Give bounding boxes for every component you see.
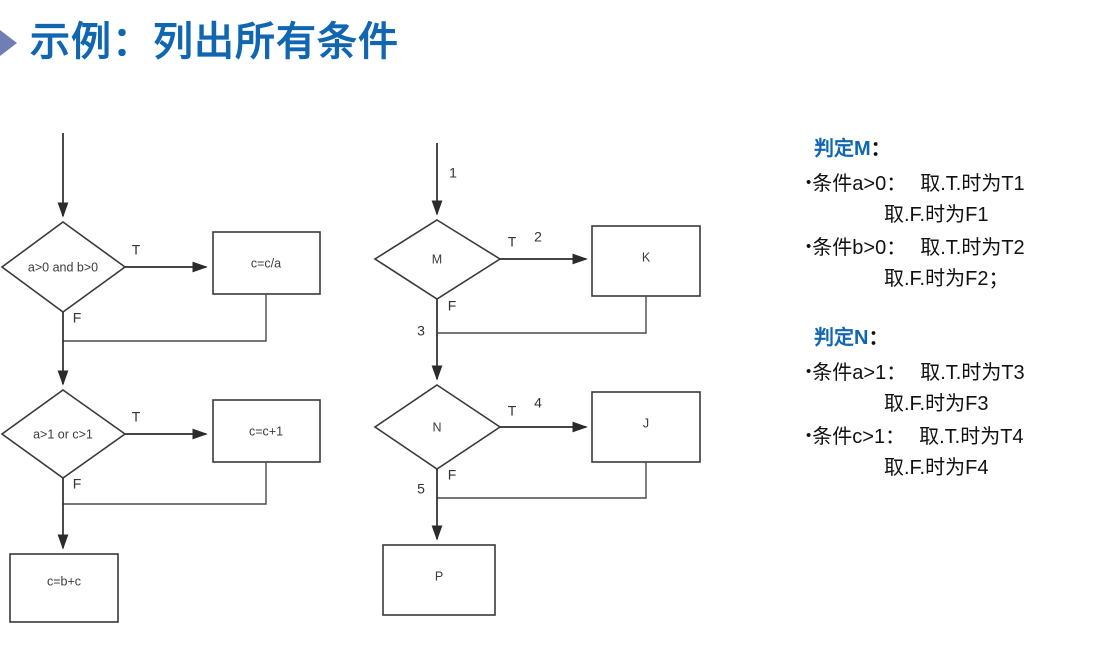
process-node-c-eq-b-plus-c: [9, 553, 119, 623]
edge-label-decision2-false: F: [73, 476, 82, 492]
decision-N-label: N: [432, 420, 441, 434]
edge-label-M-true: T: [508, 234, 517, 250]
edge-process1-merge: [63, 294, 267, 342]
edge-label-N-true-number: 4: [534, 395, 542, 411]
edge-label-N-true: T: [508, 403, 517, 419]
flowchart-left: a>0 and b>0 T c=c/a F a>1 or c>1 T c=c+1…: [0, 133, 321, 623]
note-line: 条件a>0： 取.T.时为T1: [806, 167, 1112, 200]
note-result: 取.T.时为T2: [920, 237, 1025, 259]
edge-label-N-false: F: [448, 467, 457, 483]
process-P-label: P: [435, 569, 443, 583]
decision1-label: a>0 and b>0: [28, 260, 98, 274]
process-node-c-eq-c-plus-1: [212, 399, 321, 463]
note-condition: 条件b>0：: [812, 237, 907, 259]
process-node-P: [382, 544, 496, 616]
note-result: 取.F.时为F1: [884, 204, 989, 226]
edge-label-M-false: F: [448, 298, 457, 314]
note-heading-M: 判定M：: [814, 132, 1112, 161]
note-block-M: 判定M： 条件a>0： 取.T.时为T1 取.F.时为F1 条件b>0： 取.T.时…: [806, 132, 1112, 295]
edge-label-decision1-true: T: [132, 242, 141, 258]
edge-J-merge: [437, 462, 647, 499]
note-line: 取.F.时为F3: [806, 389, 1112, 420]
note-heading-N-text: 判定N: [814, 327, 869, 349]
edge-label-M-false-number: 3: [417, 323, 425, 339]
note-heading-N: 判定N：: [814, 321, 1112, 350]
note-heading-M-colon: ：: [870, 138, 891, 160]
process-node-J: [591, 391, 701, 463]
note-line: 取.F.时为F1: [806, 200, 1112, 231]
flowchart-middle: 1 M T 2 K F 3 N T 4 J F 5 P: [373, 143, 701, 616]
note-result: 取.T.时为T4: [919, 426, 1024, 448]
note-condition: 条件a>1：: [812, 362, 907, 384]
process-J-label: J: [643, 416, 649, 430]
note-heading-M-text: 判定M: [814, 138, 871, 160]
note-condition: 条件c>1：: [812, 426, 906, 448]
note-result: 取.F.时为F3: [884, 393, 989, 415]
note-line: 条件a>1： 取.T.时为T3: [806, 356, 1112, 389]
decision2-label: a>1 or c>1: [33, 427, 93, 441]
edge-label-entry: 1: [449, 165, 457, 181]
note-result: 取.T.时为T3: [920, 362, 1025, 384]
note-heading-N-colon: ：: [868, 327, 889, 349]
note-result: 取.F.时为F2；: [884, 268, 1009, 290]
edge-label-decision2-true: T: [132, 409, 141, 425]
note-condition: 条件a>0：: [812, 173, 907, 195]
process-node-K: [591, 225, 701, 297]
process3-label: c=b+c: [47, 574, 81, 588]
edge-label-decision1-false: F: [73, 310, 82, 326]
slide-header: 示例：列出所有条件: [0, 8, 1118, 74]
edge-label-N-false-number: 5: [417, 481, 425, 497]
note-line: 取.F.时为F4: [806, 453, 1112, 484]
note-line: 条件b>0： 取.T.时为T2: [806, 231, 1112, 264]
process-node-c-eq-c-div-a: [212, 231, 321, 295]
note-result: 取.F.时为F4: [884, 457, 989, 479]
edge-label-M-true-number: 2: [534, 229, 542, 245]
process-K-label: K: [642, 250, 651, 264]
decision-M-label: M: [432, 252, 442, 266]
note-line: 取.F.时为F2；: [806, 264, 1112, 295]
note-line: 条件c>1： 取.T.时为T4: [806, 420, 1112, 453]
note-block-N: 判定N： 条件a>1： 取.T.时为T3 取.F.时为F3 条件c>1： 取.T.时…: [806, 321, 1112, 484]
note-result: 取.T.时为T1: [920, 173, 1025, 195]
process1-label: c=c/a: [251, 256, 281, 270]
conditions-notes-panel: 判定M： 条件a>0：取.T.时为T1 取.F.时为F1 条件b>0：取.T.时…: [806, 132, 1112, 510]
edge-K-merge: [437, 296, 647, 334]
page-title: 示例：列出所有条件: [30, 20, 399, 64]
triangle-right-icon: [0, 30, 17, 56]
process2-label: c=c+1: [249, 424, 283, 438]
edge-process2-merge: [63, 462, 267, 505]
